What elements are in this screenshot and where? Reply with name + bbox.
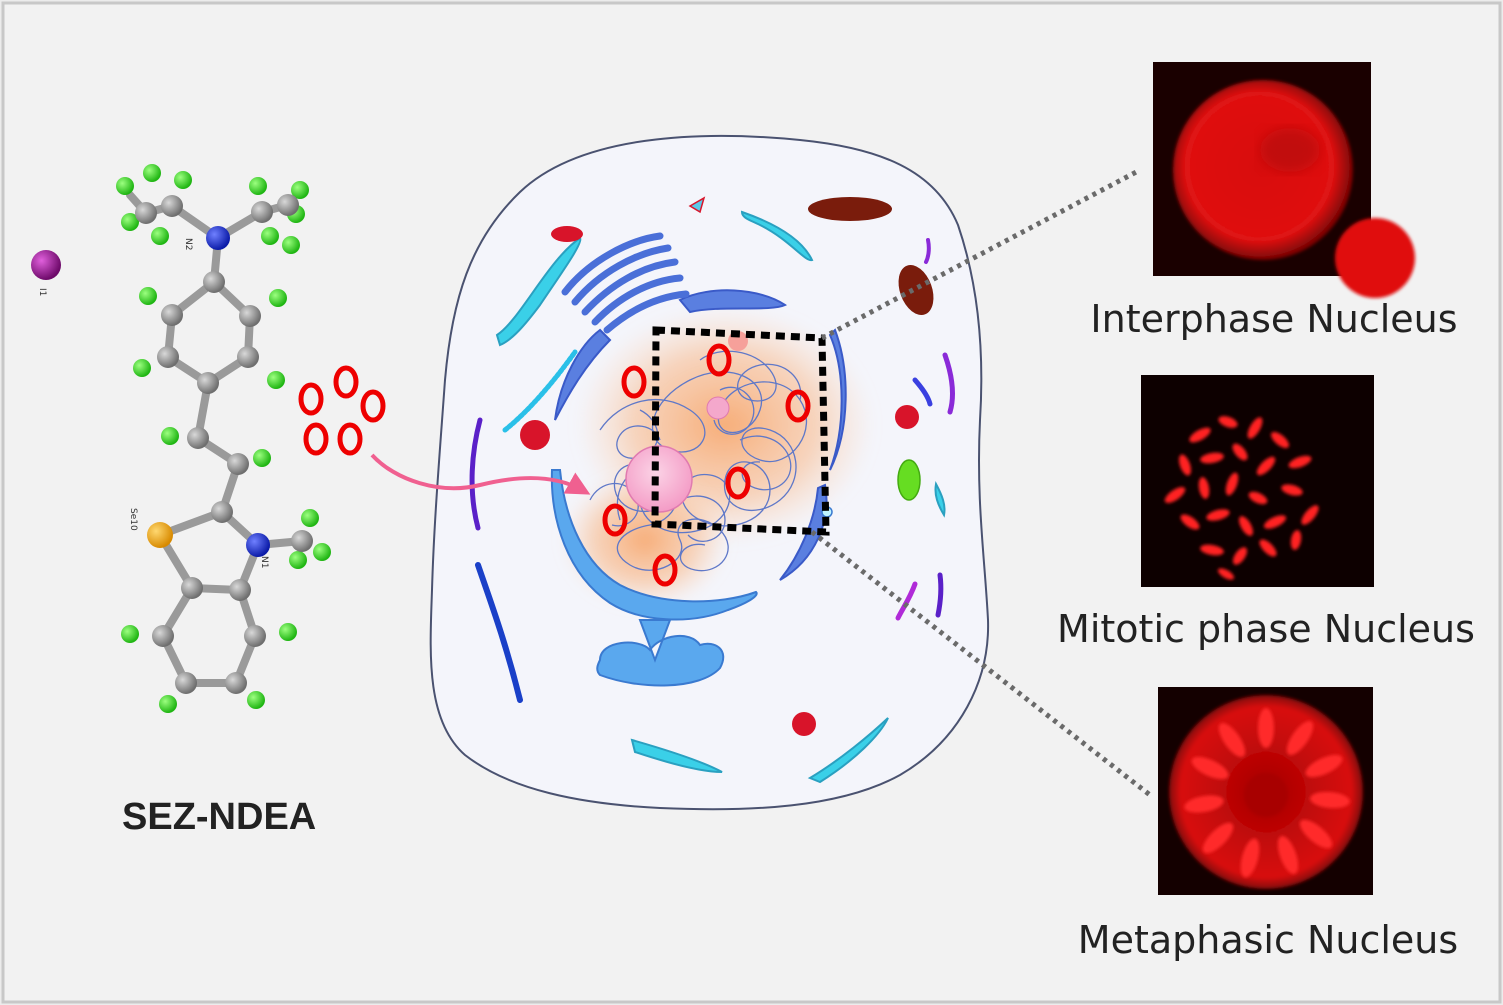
neighbor-nucleus [1335,218,1415,298]
probe-rings-nucleus [602,343,811,587]
carbon-atoms [135,194,313,694]
chromosome-rosette [1184,708,1350,878]
vesicle-red-top [551,226,583,242]
molecule-structure: I1 N2 Se10 N1 [31,164,331,713]
atom-tag-n2: N2 [183,238,193,250]
nucleolus-small [706,396,730,420]
micrograph-mitotic [1141,375,1374,587]
probe-rings-outside [298,365,386,456]
iodine-atom [31,250,61,280]
selenium-atom [147,522,173,548]
vesicle-red-left [520,420,550,450]
mitochondrion-brown-top [808,197,892,221]
nuclear-envelope [550,289,847,621]
caption-metaphase: Metaphasic Nucleus [1077,918,1459,962]
atom-tag-se10: Se10 [128,508,138,531]
centriole [688,196,706,214]
nitrogen-atom-n1 [246,533,270,557]
endoplasmic-reticulum [596,619,725,687]
leader-lines [810,167,1152,797]
atom-tag-n1: N1 [259,556,269,568]
nitrogen-atom-n2 [206,226,230,250]
panel-interphase [1153,62,1415,298]
uptake-arrow [370,453,591,495]
cell-illustration [429,134,990,811]
zoom-box [651,326,830,536]
panel-mitotic [1141,375,1374,587]
caption-interphase: Interphase Nucleus [1090,297,1458,341]
fluorescent-nucleus-interphase [1173,80,1353,260]
panel-metaphase [1158,687,1373,895]
compound-name: SEZ-NDEA [122,796,317,838]
nucleolus-large [625,445,693,513]
vesicle-green [897,459,921,501]
chromosome-spots [1164,416,1319,580]
hydrogen-atoms [116,164,331,713]
mitochondrion-brown-side [898,264,934,316]
mitochondria [495,210,946,784]
vesicle-red-bottom [792,712,816,736]
atom-tag-i1: I1 [37,288,47,296]
vesicle-red-right [895,405,919,429]
caption-mitotic: Mitotic phase Nucleus [1057,607,1475,651]
golgi-apparatus [561,232,690,334]
